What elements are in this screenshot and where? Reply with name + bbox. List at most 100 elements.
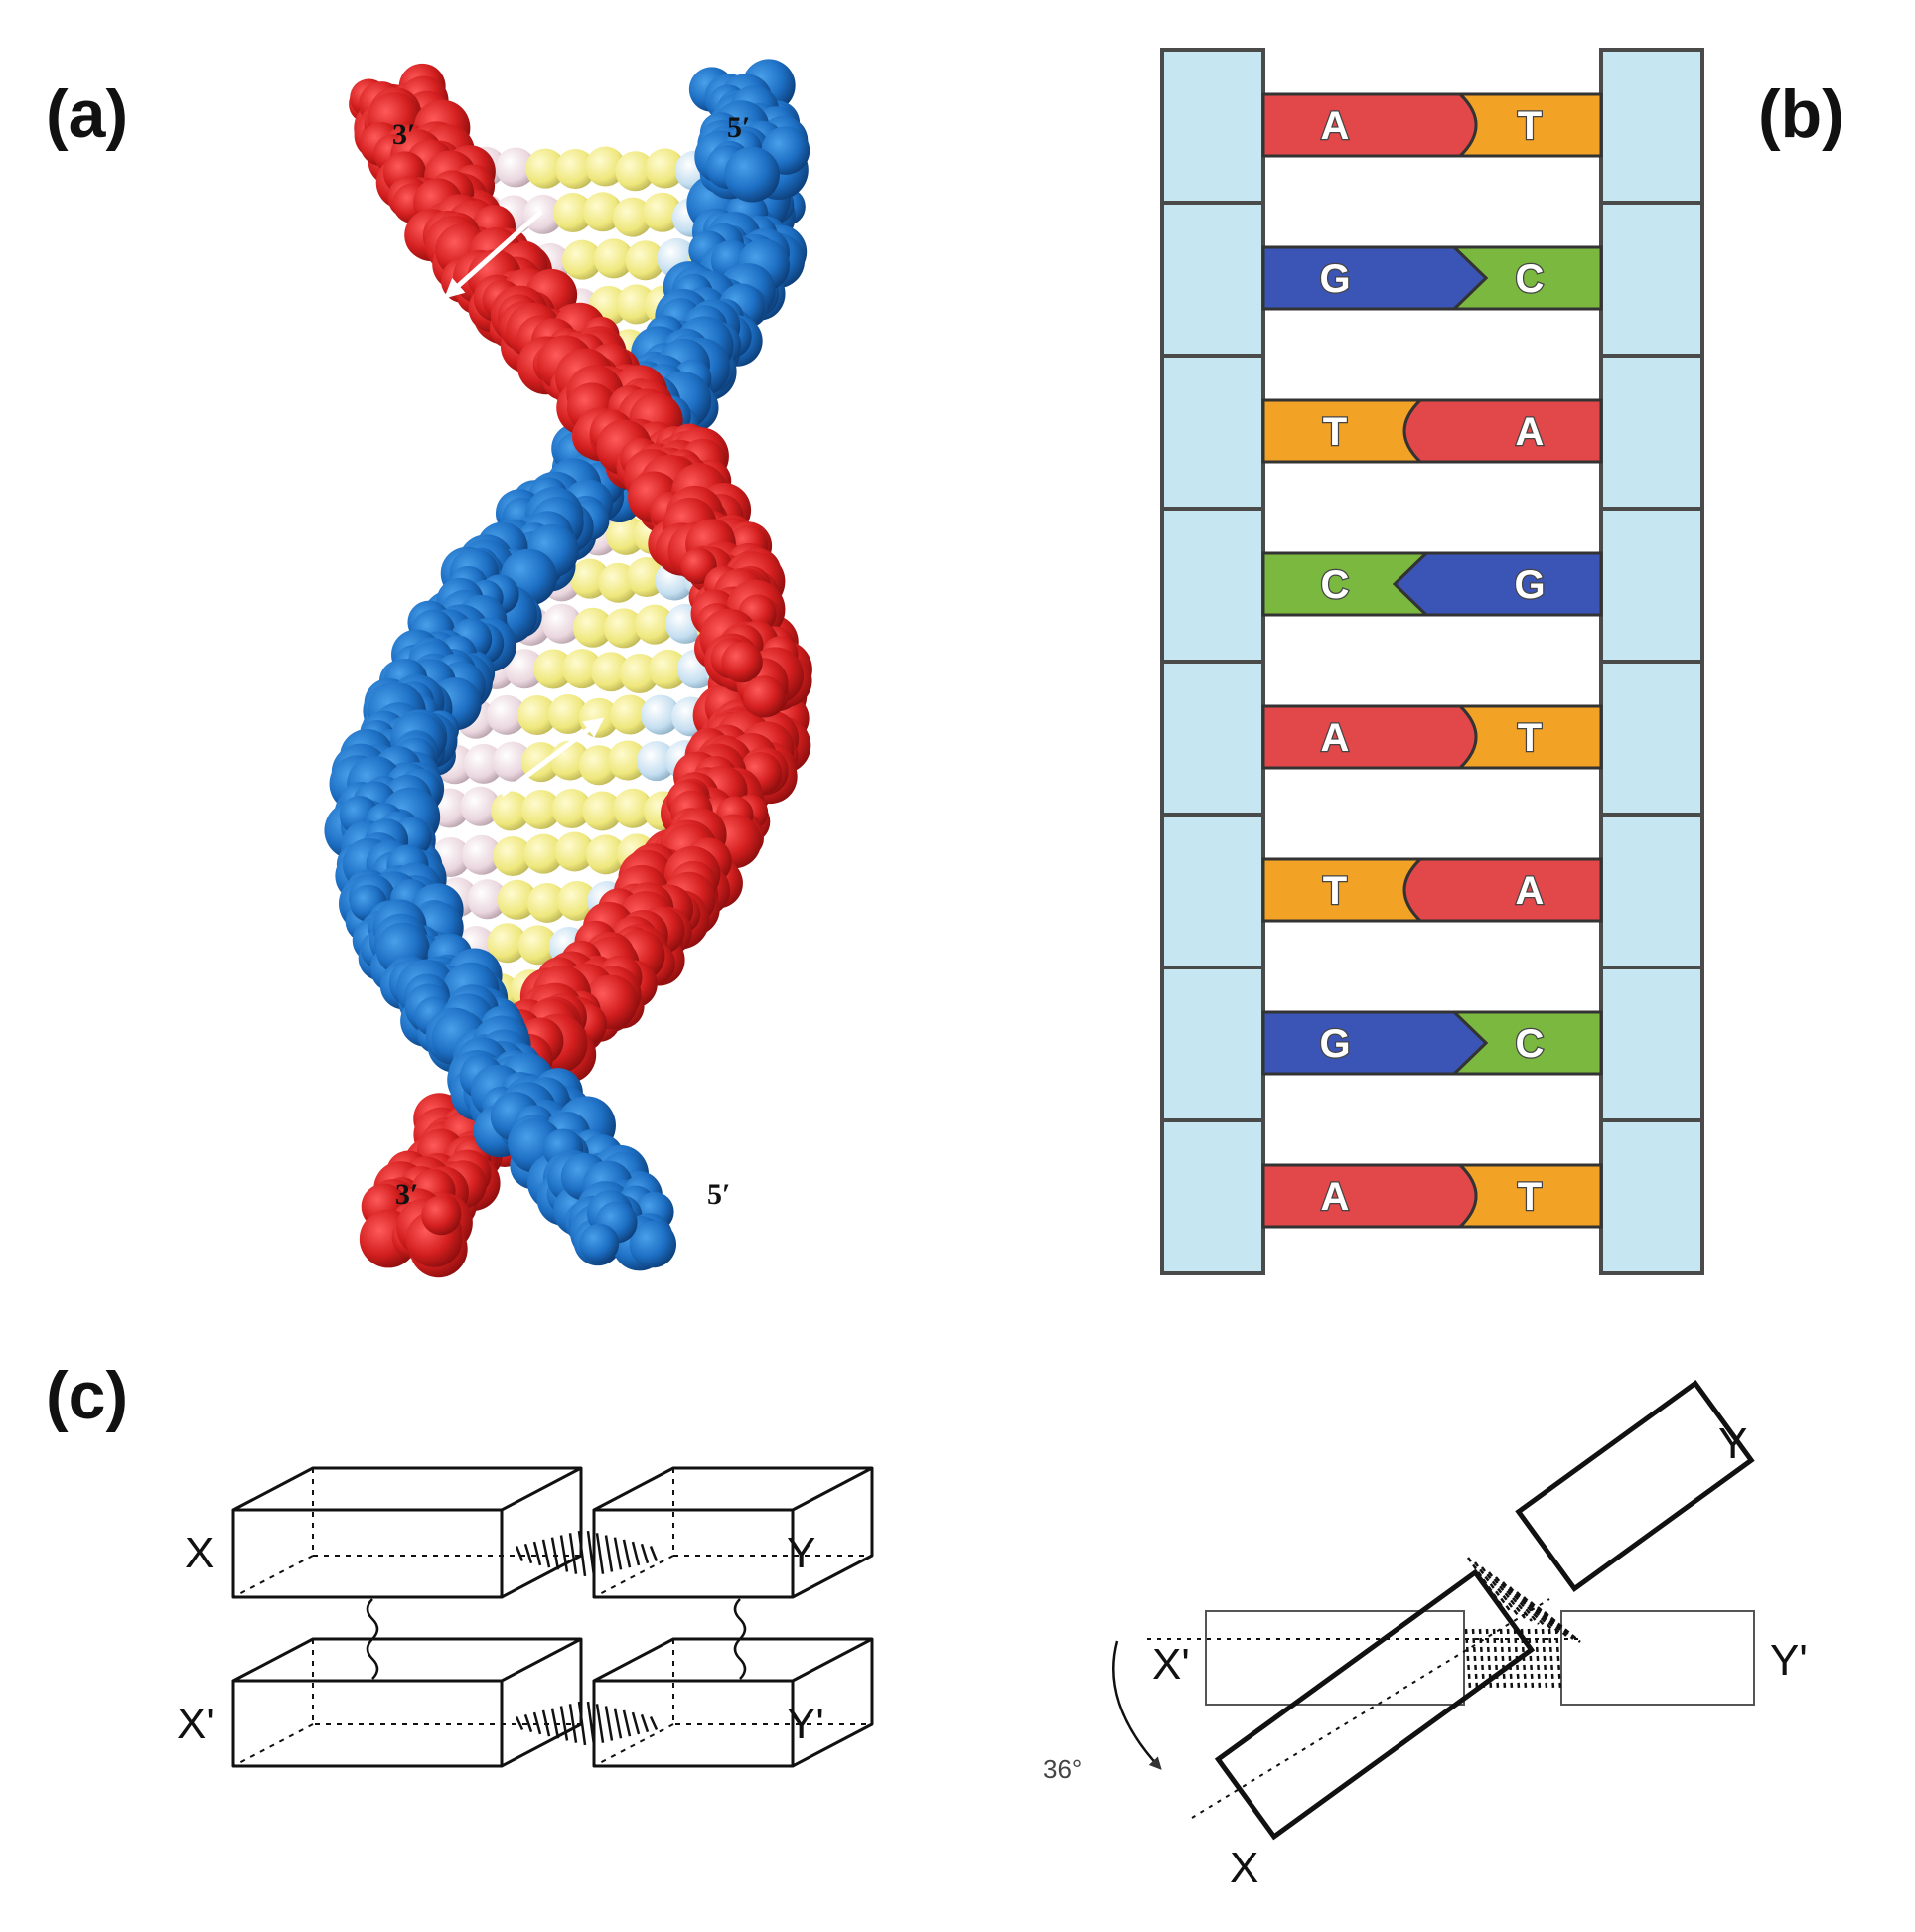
hydrogen-bond-line: [541, 1709, 551, 1737]
base-atom: [516, 694, 557, 735]
base-right: [1392, 551, 1603, 617]
base-atom: [609, 694, 650, 735]
hydrogen-bond-line: [523, 1713, 533, 1733]
hydrogen-bond-line: [604, 1706, 614, 1741]
hydrogen-bond-line: [523, 1543, 533, 1564]
end-label-bottom-right: 5′: [707, 1178, 730, 1211]
base-atom: [636, 741, 676, 782]
hydrogen-bond-line: [649, 1546, 659, 1561]
right-backbone-segment: [1599, 354, 1704, 511]
base-atom: [491, 791, 531, 831]
base-atom: [496, 147, 536, 188]
base-left-label: A: [1321, 1175, 1350, 1219]
label-x-prime: X': [177, 1700, 215, 1748]
stacked-boxes-diagram: [231, 1466, 874, 1768]
right-backbone-segment: [1599, 48, 1704, 205]
label-y-prime: Y': [787, 1700, 824, 1748]
hydrogen-bond-line: [1471, 1628, 1479, 1690]
red-strand-atom: [721, 641, 763, 683]
base-right: [1402, 398, 1603, 464]
rotation-arrow: [1112, 1640, 1162, 1770]
right-backbone-segment: [1599, 507, 1704, 664]
panel-a-label: (a): [46, 76, 128, 152]
hydrogen-bond-line: [595, 1704, 605, 1743]
hydrogen-bond-line: [604, 1535, 614, 1572]
base-atom: [497, 879, 537, 920]
hydrogen-bond-line: [1541, 1628, 1548, 1690]
base-atom: [615, 151, 656, 192]
hydrogen-bond-line: [586, 1530, 596, 1577]
base-atom: [493, 835, 533, 876]
hydrogen-bond-line: [1478, 1628, 1486, 1690]
end-label-top-right: 5′: [727, 111, 750, 144]
base-atom: [613, 788, 654, 828]
base-left: [1261, 551, 1430, 617]
hydrogen-bond-line: [1516, 1591, 1553, 1631]
base-left: [1261, 398, 1424, 464]
hydrogen-bond-line: [550, 1708, 560, 1739]
base-atom: [487, 923, 527, 964]
axis-rotated: [1191, 1598, 1550, 1819]
hydrogen-bond-line: [559, 1535, 569, 1572]
strand-direction-arrow-top: [444, 210, 543, 299]
hydrogen-bond-line: [1473, 1561, 1513, 1613]
base-atom: [505, 649, 545, 689]
hydrogen-bond-line: [1537, 1606, 1574, 1640]
red-strand-atom: [421, 1195, 462, 1236]
base-atom: [582, 791, 623, 831]
base-atom: [645, 148, 685, 189]
base-atom: [585, 834, 626, 875]
base-atom: [463, 743, 504, 784]
strand-direction-arrow-bottom: [500, 717, 605, 797]
helix-back-strand: [324, 141, 811, 1278]
stacking-link-right: [733, 1598, 747, 1680]
hydrogen-bond-line: [568, 1704, 578, 1743]
base-atom: [526, 882, 567, 923]
base-right-label: T: [1518, 716, 1542, 760]
hydrogen-bond-line: [640, 1713, 650, 1733]
twist-diagram: [1112, 1380, 1755, 1841]
left-backbone-segment: [1160, 813, 1265, 969]
base-atom: [554, 831, 595, 872]
base-atom: [547, 694, 588, 735]
base-atom: [460, 786, 501, 826]
hydrogen-bond-line: [613, 1708, 623, 1739]
base-left: [1261, 245, 1489, 311]
hydrogen-bond-line: [622, 1709, 632, 1737]
left-backbone-segment: [1160, 507, 1265, 664]
rotation-angle-label: 36°: [1043, 1754, 1082, 1784]
base-left-label: A: [1321, 104, 1350, 148]
hydrogen-bond-line: [559, 1706, 569, 1741]
base-atom: [603, 608, 644, 649]
base-atom: [541, 603, 582, 644]
base-atom: [593, 238, 634, 279]
base-left: [1261, 1010, 1489, 1076]
hydrogen-bond-line: [1488, 1571, 1526, 1619]
blue-strand-atom: [629, 1220, 677, 1268]
left-backbone-segment: [1160, 966, 1265, 1122]
base-atom: [585, 146, 626, 187]
box-y-prime-outline: [1560, 1610, 1755, 1706]
base-atom: [616, 284, 657, 325]
base-left: [1261, 92, 1478, 158]
base-atom: [461, 834, 502, 875]
hydrogen-bond-line: [1502, 1581, 1540, 1625]
hydrogen-bond-line: [577, 1530, 587, 1577]
hydrogen-bond-line: [622, 1539, 632, 1568]
base-atom: [557, 880, 598, 921]
base-right-label: C: [1516, 1022, 1545, 1066]
label-y-prime-right: Y': [1770, 1636, 1808, 1685]
base-atom: [555, 149, 596, 190]
label-x-rotated: X: [1230, 1844, 1258, 1892]
base-right-label: A: [1516, 869, 1545, 913]
base-atom: [625, 240, 665, 281]
box-x-prime-outline: [1205, 1610, 1465, 1706]
base-atom: [533, 649, 574, 689]
base-atom: [642, 192, 682, 232]
box-y-rotated: [1515, 1380, 1755, 1592]
base-atom: [582, 192, 623, 232]
left-backbone-segment: [1160, 201, 1265, 358]
hydrogen-bonds-left: [515, 1530, 659, 1746]
